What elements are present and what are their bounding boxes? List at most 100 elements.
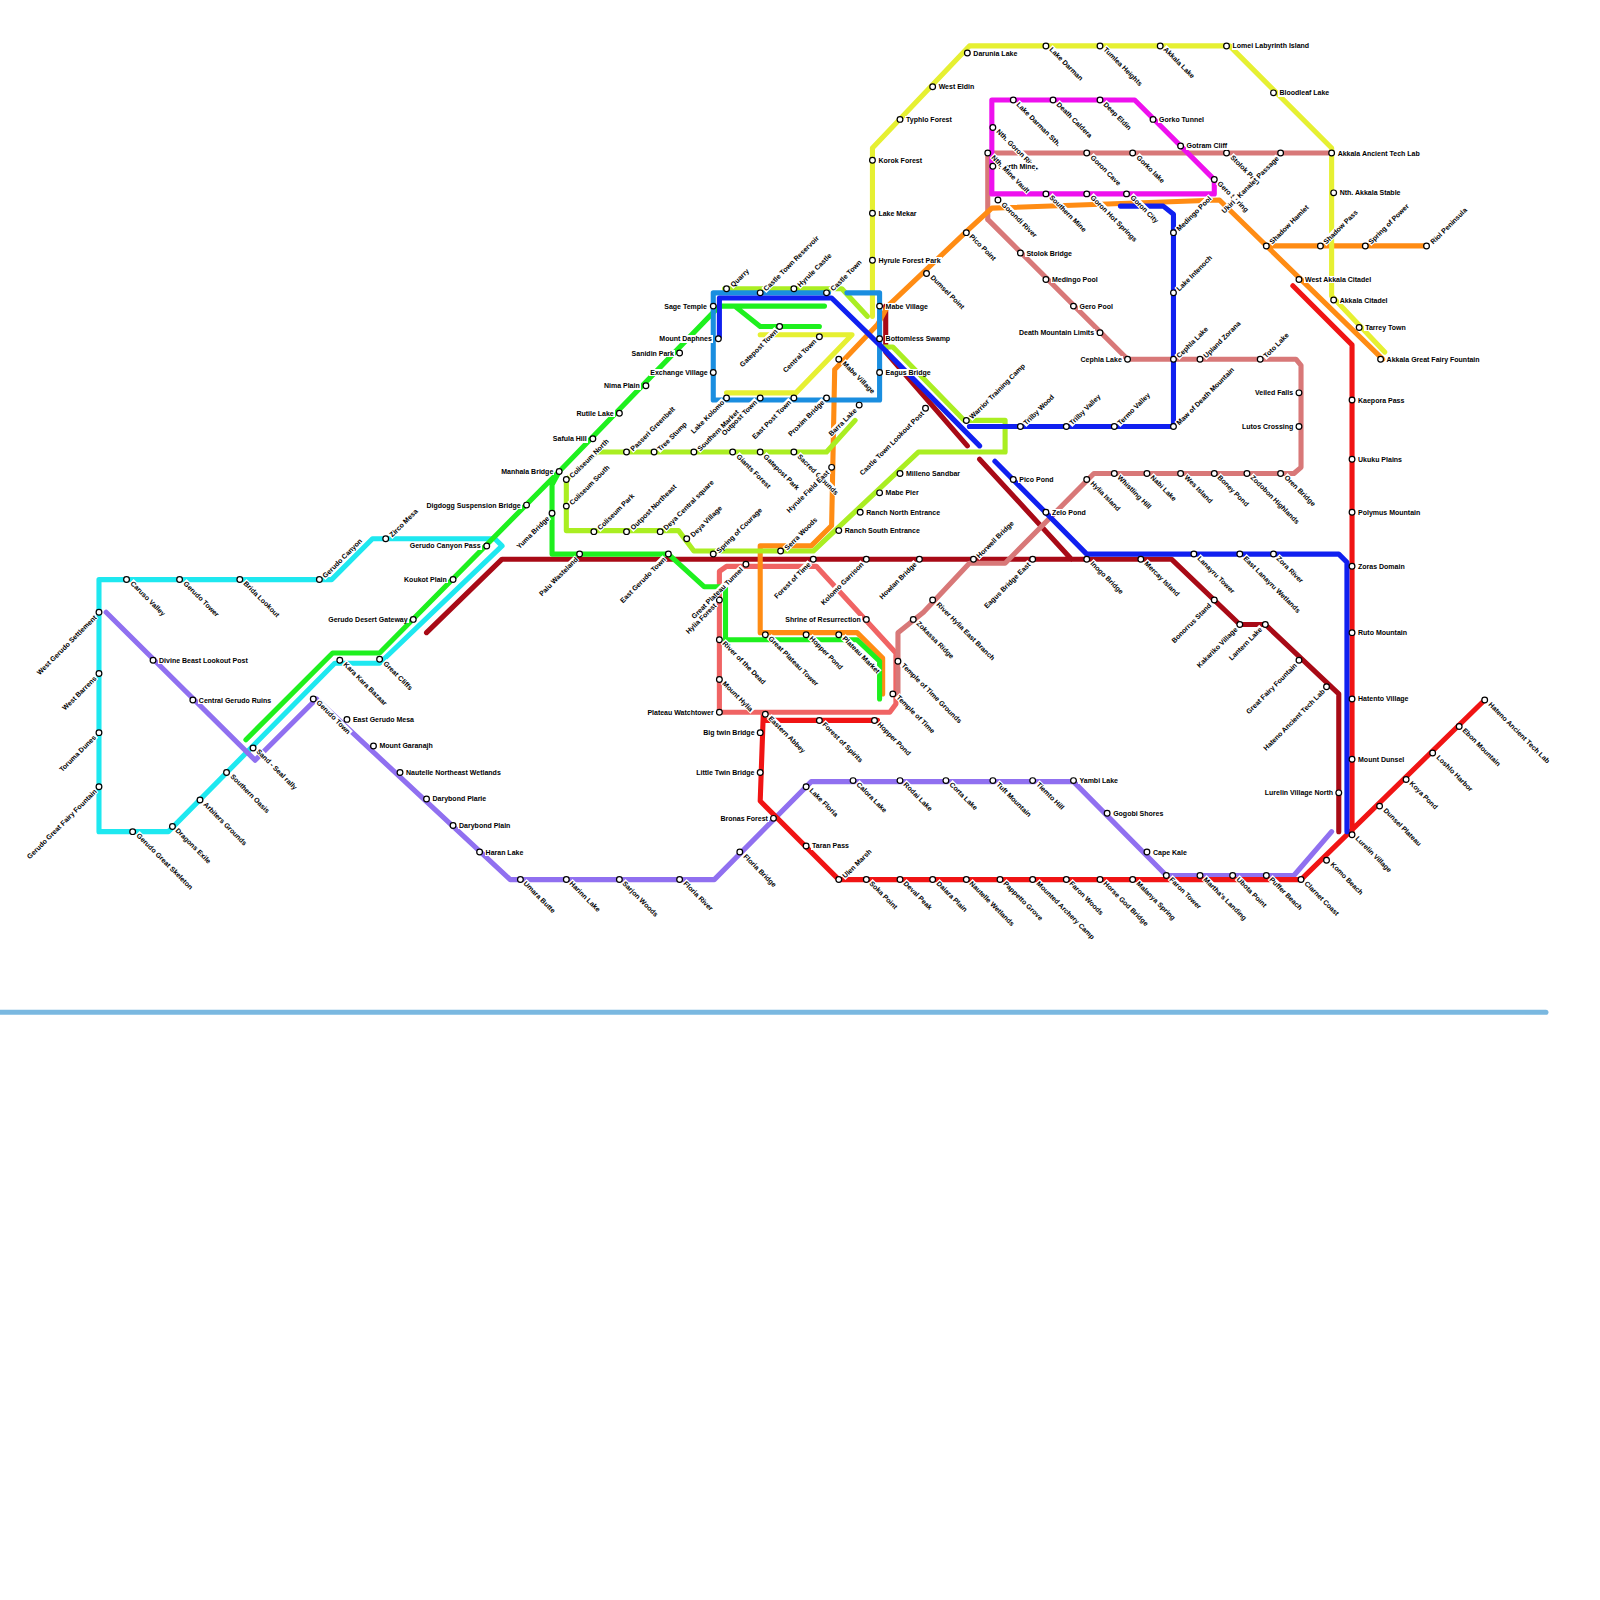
station-label: Zoras Domain	[1357, 563, 1406, 570]
station-label: Darunia Lake	[972, 50, 1018, 57]
station-dot	[1324, 684, 1330, 690]
station-dot	[237, 577, 243, 583]
station-dot	[337, 657, 343, 663]
station-label: Boney Pond	[1216, 473, 1251, 508]
station-dot	[1257, 356, 1263, 362]
station-label: Nth. Akkala Stable	[1339, 189, 1402, 196]
station-label: Hateno Ancient Tech Lab	[1486, 700, 1551, 765]
station-label: River of the Dead	[721, 639, 768, 686]
station-dot	[1296, 424, 1302, 430]
station-dot	[1296, 390, 1302, 396]
station-dot	[724, 286, 730, 292]
station-dot	[96, 730, 102, 736]
station-label: Typhlo Forest	[905, 116, 953, 123]
station-label: Stolok Bridge	[1025, 250, 1073, 257]
station-dot	[1263, 243, 1269, 249]
station-dot	[1424, 243, 1430, 249]
station-dot	[778, 548, 784, 554]
station-dot	[1278, 150, 1284, 156]
station-dot	[477, 849, 483, 855]
station-dot	[1197, 873, 1203, 879]
orange-line	[760, 200, 1426, 694]
station-label: Medingo Pool	[1175, 194, 1214, 233]
station-label: Sage Temple	[663, 303, 708, 310]
station-dot	[1043, 277, 1049, 283]
red-line	[760, 286, 1484, 880]
station-dot	[1349, 397, 1355, 403]
station-label: Lomei Labyrinth Island	[1232, 42, 1311, 49]
station-label: Tumlea Heights	[1101, 45, 1144, 88]
station-dot	[150, 657, 156, 663]
station-label: Gerudo Tower	[181, 579, 221, 619]
station-label: Mabe Village	[840, 359, 877, 396]
station-label: Tuft Mountain	[994, 780, 1033, 819]
station-dot	[877, 303, 883, 309]
station-label: Taran Pass	[811, 842, 850, 849]
station-label: Akkala Great Fairy Fountain	[1386, 356, 1481, 363]
station-dot	[757, 730, 763, 736]
station-dot	[877, 370, 883, 376]
station-dot	[1030, 877, 1036, 883]
station-label: Serra Woods	[782, 515, 819, 552]
station-label: Goron City	[1128, 193, 1160, 225]
station-dot	[617, 410, 623, 416]
station-label: Lake Darman	[1047, 45, 1085, 83]
station-label: Mercay Island	[1142, 559, 1181, 598]
station-label: Little Twin Bridge	[695, 769, 755, 776]
station-dot	[850, 778, 856, 784]
station-label: Clarnet Coast	[1302, 879, 1341, 918]
station-label: Inogo Bridge	[1088, 559, 1125, 596]
station-label: Hyrule Forest Park	[877, 257, 941, 264]
station-label: Forest of Time	[772, 560, 813, 601]
station-dot	[1237, 622, 1243, 628]
station-label: West Gerudo Settlement	[35, 613, 99, 677]
station-dot	[836, 632, 842, 638]
station-label: Maw of Death Mountain	[1175, 365, 1237, 427]
station-dot	[791, 449, 797, 455]
station-dot	[1349, 630, 1355, 636]
station-dot	[1336, 790, 1342, 796]
station-label: Cape Kale	[1152, 849, 1188, 856]
station-label: Caruso Valley	[128, 579, 167, 618]
station-label: Ranch South Entrance	[844, 527, 921, 534]
station-label: Termo Valley	[1116, 391, 1153, 428]
station-dot	[1050, 97, 1056, 103]
station-dot	[863, 617, 869, 623]
station-label: Plateau Watchtower	[646, 709, 714, 716]
station-dot	[1349, 696, 1355, 702]
station-dot	[1191, 551, 1197, 557]
station-label: Quarry	[728, 267, 751, 290]
station-label: Gerudo Canyon Pass	[409, 542, 482, 549]
station-label: Gerudo Town	[315, 699, 353, 737]
station-label: Upland Zorana	[1201, 319, 1242, 360]
station-dot	[410, 617, 416, 623]
station-label: Haran Lake	[485, 849, 525, 856]
station-dot	[317, 577, 323, 583]
station-label: Gatepost Town	[737, 327, 779, 369]
station-label: West Akkala Citadel	[1304, 276, 1372, 283]
station-dot	[924, 271, 930, 277]
station-dot	[1329, 150, 1335, 156]
station-label: East Gerudo Town	[618, 555, 668, 605]
station-dot	[791, 395, 797, 401]
station-label: Mabe Pier	[885, 489, 920, 496]
station-label: Hylia Island	[1088, 479, 1122, 513]
station-label: Gerudo Canyon	[321, 537, 365, 581]
station-label: Shrine of Resurrection	[784, 616, 861, 623]
station-dot	[1362, 243, 1368, 249]
station-label: Rutile Lake	[575, 410, 614, 417]
station-dot	[757, 449, 763, 455]
station-label: Gerudo Desert Gateway	[327, 616, 408, 623]
station-dot	[829, 464, 835, 470]
station-label: Lurelin Village North	[1264, 789, 1334, 796]
station-label: East Lanayru Wetlands	[1241, 554, 1302, 615]
station-dot	[1331, 190, 1337, 196]
station-dot	[1237, 551, 1243, 557]
station-label: Nabi Lake	[1148, 473, 1178, 503]
station-label: Mount Dunsel	[1357, 756, 1405, 763]
station-dot	[96, 784, 102, 790]
station-label: Akkala Ancient Tech Lab	[1337, 150, 1421, 157]
station-label: Komo Beach	[1328, 860, 1365, 897]
station-dot	[1171, 356, 1177, 362]
